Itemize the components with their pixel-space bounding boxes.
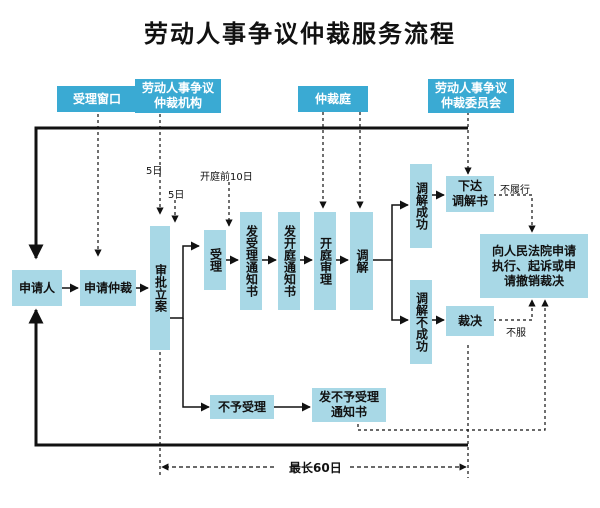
bottom-loop-line bbox=[28, 308, 468, 447]
box-accept: 受理 bbox=[204, 230, 226, 290]
header-window: 受理窗口 bbox=[57, 86, 137, 112]
line-mediate-fail bbox=[391, 260, 409, 325]
line-mediate-split bbox=[373, 200, 409, 261]
header-committee: 劳动人事争议 仲裁委员会 bbox=[428, 79, 514, 113]
dash-disagree bbox=[493, 299, 536, 321]
label-ten-days: 开庭前10日 bbox=[200, 172, 253, 183]
box-reject: 不予受理 bbox=[210, 395, 274, 419]
box-notice-hearing: 发开庭通知书 bbox=[278, 212, 300, 310]
label-max-days: 最长60日 bbox=[286, 459, 345, 476]
box-mediate-fail: 调解不成功 bbox=[410, 280, 432, 364]
label-five-days-a: 5日 bbox=[146, 166, 163, 177]
box-issue-mediation: 下达 调解书 bbox=[446, 176, 494, 212]
dash-not-perform bbox=[493, 194, 536, 233]
line-review-reject bbox=[182, 318, 210, 412]
box-court-action: 向人民法院申请 执行、起诉或申 请撤销裁决 bbox=[480, 234, 588, 298]
box-review: 审批立案 bbox=[150, 226, 170, 350]
dash-reject-to-court bbox=[357, 299, 549, 431]
line-review-branch bbox=[170, 241, 200, 319]
box-ruling: 裁决 bbox=[446, 306, 494, 336]
label-not-perform: 不履行 bbox=[500, 185, 530, 196]
box-mediate-ok: 调解成功 bbox=[410, 164, 432, 248]
box-notice-accept: 发受理通知书 bbox=[240, 212, 262, 310]
label-five-days-b: 5日 bbox=[168, 190, 185, 201]
box-applicant: 申请人 bbox=[12, 270, 62, 306]
page-title: 劳动人事争议仲裁服务流程 bbox=[144, 20, 456, 48]
box-apply: 申请仲裁 bbox=[80, 270, 136, 306]
box-hearing: 开庭审理 bbox=[314, 212, 336, 310]
label-disagree: 不服 bbox=[506, 328, 526, 339]
header-institution: 劳动人事争议 仲裁机构 bbox=[135, 79, 221, 113]
box-notice-reject: 发不予受理 通知书 bbox=[312, 388, 386, 422]
top-loop-line bbox=[28, 126, 468, 260]
box-mediate: 调解 bbox=[350, 212, 373, 310]
header-court: 仲裁庭 bbox=[298, 86, 368, 112]
